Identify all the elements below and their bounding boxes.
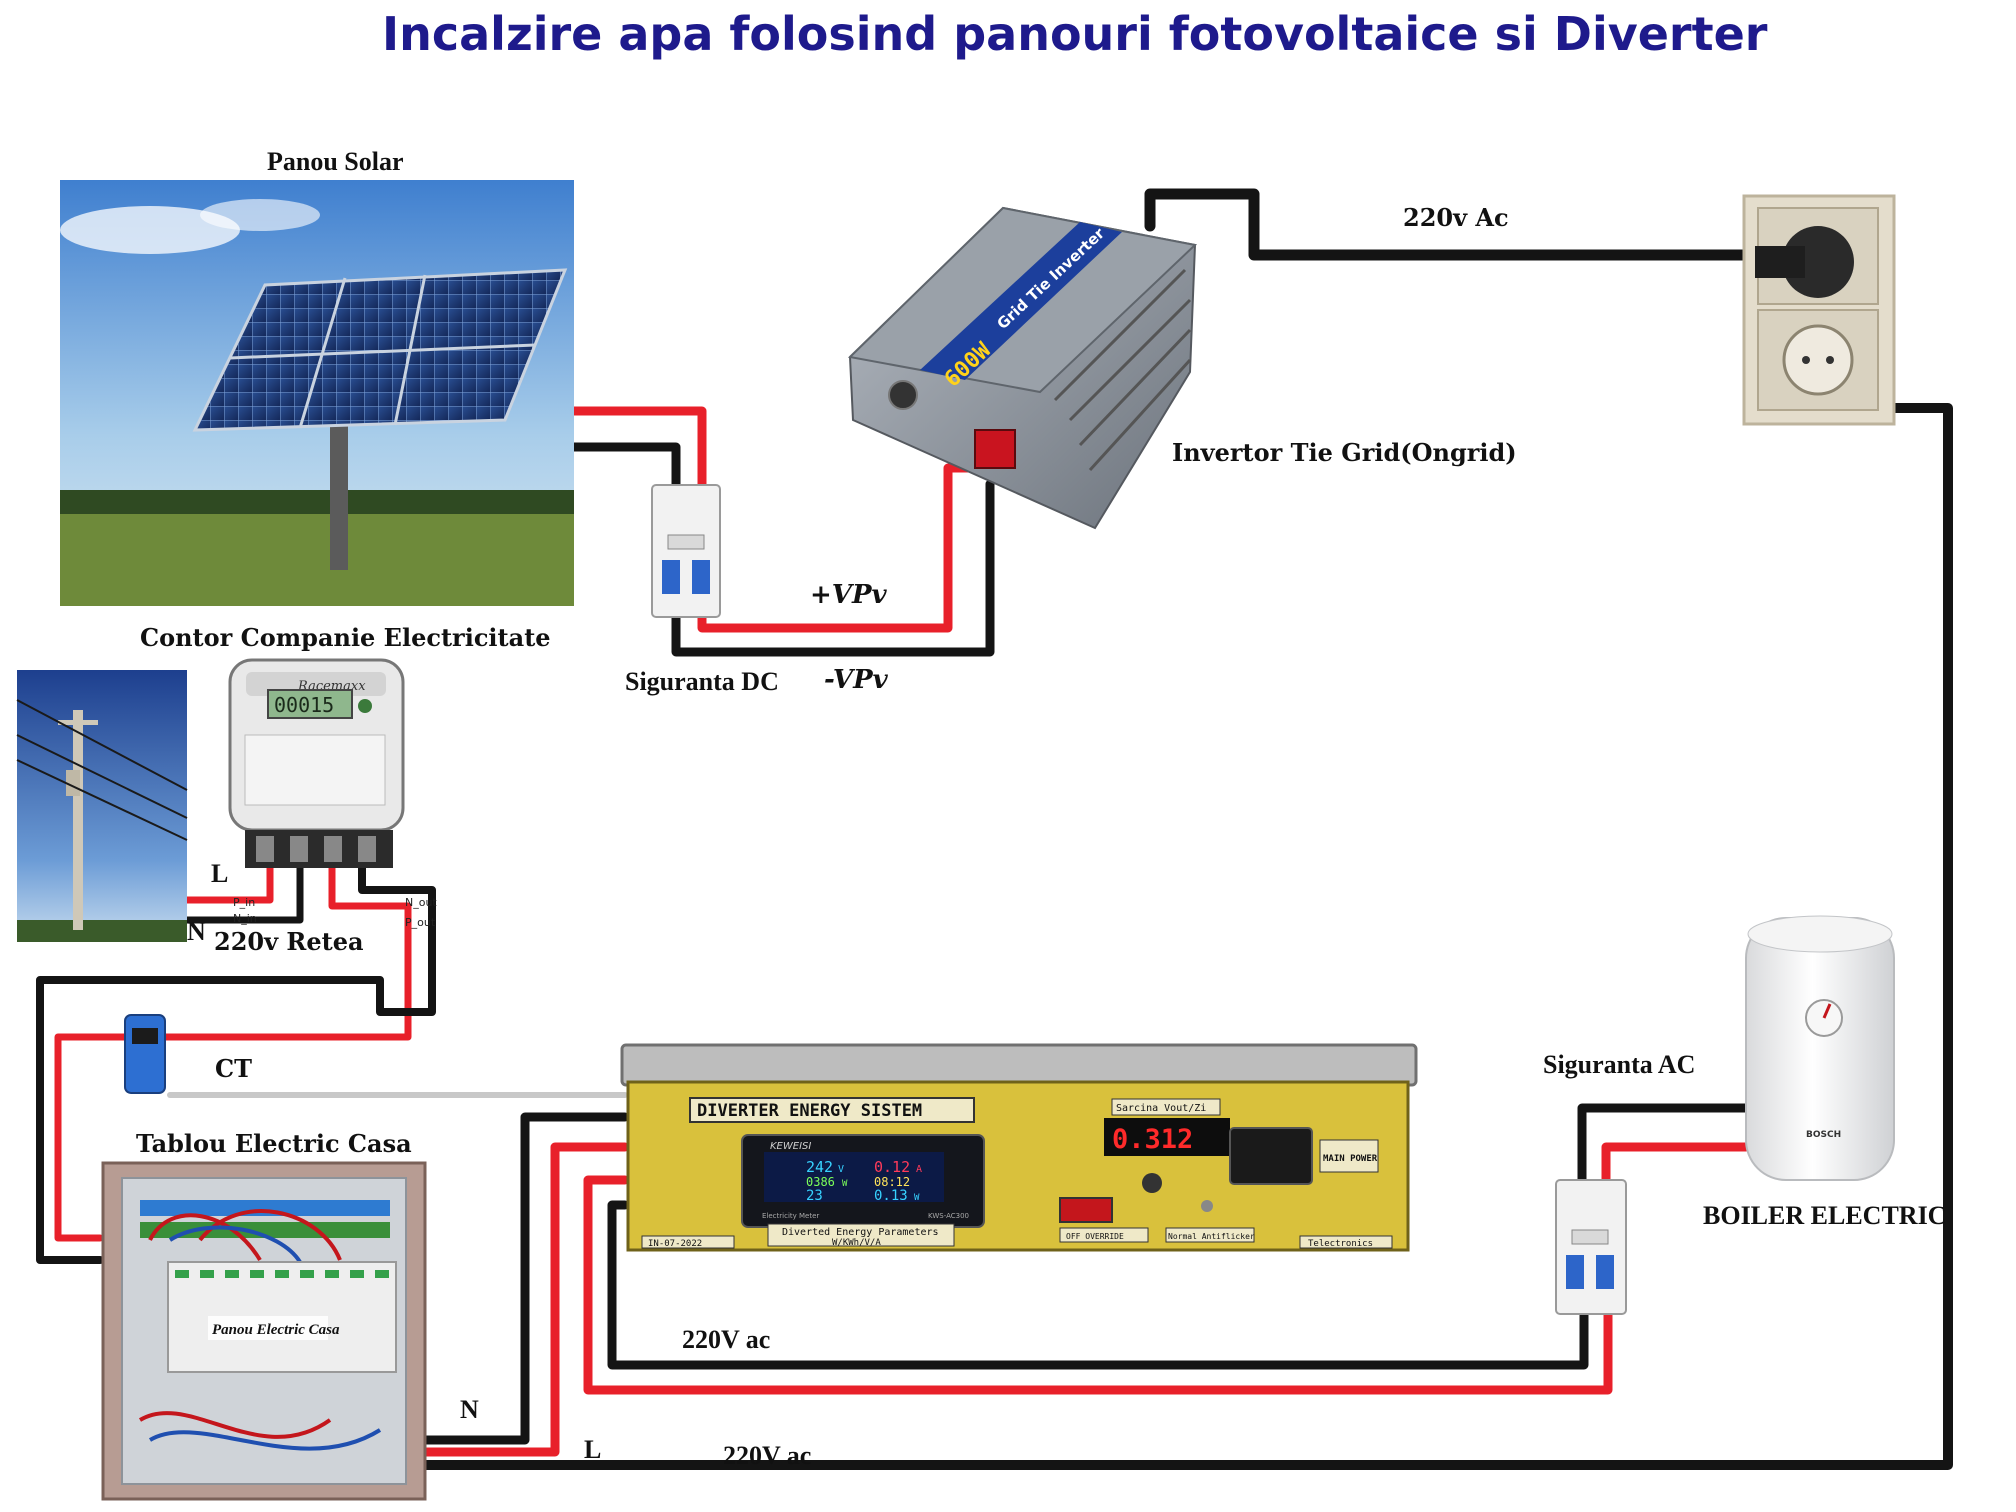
wire-boiler-neutral	[1577, 1103, 1751, 1185]
wire-meter-neutral-in	[183, 858, 304, 924]
diverter-current: 0.12	[874, 1158, 910, 1176]
neutral-meter-label: N	[187, 917, 206, 946]
house-electric-panel	[101, 1161, 427, 1501]
wire-panel-live	[420, 1142, 630, 1457]
wire-pv-minus	[671, 479, 995, 657]
diverter-voltage-unit: V	[838, 1164, 844, 1175]
diverter-power: 0386	[806, 1175, 835, 1189]
wire-meter-neutral-out	[36, 858, 436, 1264]
diverter-maker: Telectronics	[1308, 1239, 1373, 1249]
wires	[36, 188, 1953, 1470]
meter-reading: 00015	[274, 693, 334, 717]
diverter-meter-caption: Electricity Meter	[762, 1212, 819, 1220]
meter-terminal-n-in: N_in	[233, 912, 257, 925]
wire-solar-negative	[567, 442, 681, 500]
diverter-load-value: 0.312	[1112, 1124, 1193, 1155]
ac-line-top-label: 220v Ac	[1403, 203, 1509, 232]
diverter-voltage: 242	[806, 1158, 833, 1176]
pv-array-shape	[192, 268, 568, 432]
pv-minus-label: -VPv	[824, 665, 889, 695]
utility-pole-photo	[16, 670, 188, 942]
neutral-panel-label: N	[460, 1395, 479, 1424]
meter-terminal-n-out: N_out	[405, 896, 437, 909]
diverter-box-title: DIVERTER ENERGY SISTEM	[697, 1101, 922, 1121]
diverter-params-units: W/KWh/V/A	[832, 1238, 881, 1248]
inverter-label: Invertor Tie Grid(Ongrid)	[1172, 438, 1517, 467]
diverter-date: IN-07-2022	[648, 1239, 702, 1249]
diverter-main-power: MAIN POWER	[1323, 1154, 1378, 1164]
meter-terminal-out: P_out	[405, 916, 436, 929]
diverter-time: 08:12	[874, 1175, 910, 1189]
solar-panel-label: Panou Solar	[267, 147, 404, 176]
diverter-energy: 0.13	[874, 1188, 908, 1204]
ac-breaker-label: Siguranta AC	[1543, 1050, 1695, 1079]
meter-label: Contor Companie Electricitate	[140, 623, 551, 652]
dc-breaker[interactable]	[651, 484, 721, 618]
diagram-title: Incalzire apa folosind panouri fotovolta…	[382, 7, 1768, 61]
diverter-mode-caption: Normal Antiflicker	[1168, 1232, 1255, 1241]
electricity-meter: Racemaxx 00015	[228, 658, 405, 868]
ac-line-bottom-label: 220V ac	[723, 1441, 811, 1470]
live-panel-label: L	[584, 1435, 601, 1464]
boiler-brand: BOSCH	[1806, 1130, 1841, 1140]
diverter-params-caption: Diverted Energy Parameters	[782, 1227, 939, 1238]
diverter-temp: 23	[806, 1188, 823, 1204]
diverter-power-unit: W	[842, 1179, 848, 1189]
house-panel-inner-label: Panou Electric Casa	[212, 1322, 340, 1338]
ac-breaker[interactable]	[1555, 1179, 1627, 1315]
diverter-energy-unit: W	[914, 1193, 920, 1203]
current-transformer	[124, 1014, 166, 1094]
grid-tie-inverter: 600W Grid Tie Inverter	[847, 206, 1198, 530]
wire-meter-live-in	[183, 858, 274, 904]
wire-solar-positive	[567, 406, 707, 500]
inverter-label-band	[920, 222, 1122, 380]
boiler-label: BOILER ELECTRIC	[1703, 1201, 1946, 1230]
wall-socket[interactable]	[1742, 194, 1896, 426]
diverter-load-caption: Sarcina Vout/Zi	[1116, 1103, 1206, 1114]
diverter-box	[620, 1043, 1418, 1252]
dc-breaker-label: Siguranta DC	[625, 667, 779, 696]
wire-panel-neutral	[420, 1112, 630, 1445]
wire-diverter-out-neutral	[607, 1200, 1589, 1370]
wire-inverter-ac	[1144, 188, 1766, 261]
diverter-switch-caption: OFF OVERRIDE	[1066, 1232, 1124, 1241]
live-meter-label: L	[211, 859, 228, 888]
wire-diverter-out-live	[583, 1175, 1613, 1395]
meter-terminal-in: P_in	[233, 896, 255, 909]
pv-plus-label: +VPv	[810, 580, 888, 610]
ac-line-boiler-label: 220V ac	[682, 1325, 770, 1354]
mains-label: 220v Retea	[214, 927, 364, 956]
diverter-meter-model: KWS-AC300	[928, 1212, 969, 1220]
diverter-meter-brand: KEWEISI	[770, 1141, 811, 1152]
house-panel-label: Tablou Electric Casa	[136, 1129, 412, 1158]
wire-meter-live-out	[54, 858, 412, 1242]
diverter-current-unit: A	[916, 1164, 922, 1175]
wire-socket-return	[420, 403, 1953, 1470]
ct-label: CT	[215, 1054, 252, 1083]
wire-boiler-live	[1601, 1142, 1751, 1185]
solar-panel-photo	[60, 180, 574, 606]
electric-boiler	[1745, 915, 1895, 1181]
